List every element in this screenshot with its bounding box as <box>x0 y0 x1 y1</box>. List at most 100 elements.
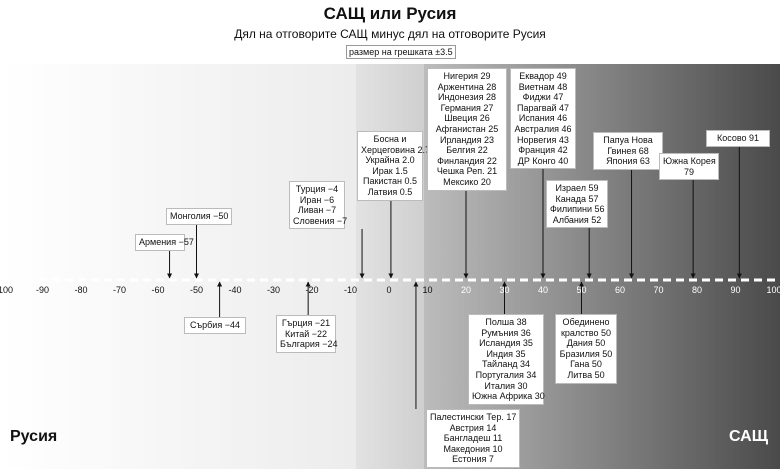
country-value-label: Израел 59 <box>555 183 599 193</box>
tick-label: -40 <box>228 285 242 295</box>
country-value-label: Фиджи 47 <box>522 92 564 103</box>
tick-label: -10 <box>343 285 357 295</box>
country-value-label: ДР Конго 40 <box>517 155 569 166</box>
country-value-label: Иран −6 <box>299 194 335 205</box>
country-value-label: Гана 50 <box>570 359 602 370</box>
country-value-label: Исландия 35 <box>479 338 533 349</box>
tick-label: 10 <box>422 285 433 295</box>
tick-label: -30 <box>266 285 280 295</box>
country-value-label: Палестински Тер. 17 <box>430 412 517 422</box>
country-value-label: Монголия −50 <box>170 211 229 221</box>
tick-label: 70 <box>653 285 664 295</box>
country-value-label: Аржентина 28 <box>437 81 497 92</box>
country-value-label: Армения −57 <box>139 237 194 247</box>
country-box: Монголия −50 <box>166 208 232 225</box>
country-value-label: Словения −7 <box>293 215 348 226</box>
country-value-label: Украйна 2.0 <box>365 155 415 166</box>
country-value-label: Пакистан 0.5 <box>363 176 417 187</box>
country-value-label: Чешка Реп. 21 <box>436 166 498 177</box>
country-value-label: Полша 38 <box>485 317 527 327</box>
country-value-label: Южна Африка 30 <box>472 391 545 402</box>
country-value-label: Гвинея 68 <box>607 145 649 156</box>
margin-of-error-label: размер на грешката ±3.5 <box>346 45 456 59</box>
country-box: Сърбия −44 <box>184 317 246 334</box>
russia-side-label: Русия <box>10 428 58 445</box>
country-value-label: Франция 42 <box>518 145 568 156</box>
usa-side-label: САЩ <box>728 428 768 445</box>
country-value-label: Обединено <box>562 317 610 327</box>
country-value-label: Филипини 56 <box>550 204 605 215</box>
chart-title: САЩ или Русия <box>323 4 457 23</box>
country-value-label: Литва 50 <box>567 369 605 380</box>
tick-label: -80 <box>74 285 88 295</box>
tick-label: 60 <box>614 285 625 295</box>
country-value-label: Виетнам 48 <box>518 81 568 92</box>
country-value-label: Румъния 36 <box>481 327 531 338</box>
country-value-label: Португалия 34 <box>475 369 537 380</box>
tick-label: 50 <box>576 285 587 295</box>
country-value-label: Ливан −7 <box>297 205 337 216</box>
country-value-label: Индия 35 <box>486 348 526 359</box>
tick-label: -60 <box>151 285 165 295</box>
country-value-label: Испания 46 <box>518 113 568 124</box>
tick-label: 0 <box>386 285 392 295</box>
country-value-label: Ирландия 23 <box>439 134 495 145</box>
country-value-label: Япония 63 <box>606 156 650 167</box>
country-value-label: Индонезия 28 <box>437 92 496 103</box>
tick-label: 90 <box>730 285 741 295</box>
country-value-label: Македония 10 <box>443 443 503 454</box>
tick-label: -50 <box>189 285 203 295</box>
country-box: Косово 91 <box>706 130 770 147</box>
country-value-label: Дания 50 <box>566 338 606 349</box>
country-value-label: Италия 30 <box>484 380 528 391</box>
country-value-label: Албания 52 <box>552 214 602 225</box>
country-value-label: Бразилия 50 <box>559 348 613 359</box>
chart-subtitle: Дял на отговорите САЩ минус дял на отгов… <box>234 27 546 41</box>
country-value-label: Белгия 22 <box>446 145 488 156</box>
country-value-label: Афганистан 25 <box>435 123 499 134</box>
country-value-label: 79 <box>683 166 694 177</box>
country-value-label: Норвегия 43 <box>517 134 569 145</box>
country-value-label: Финландия 22 <box>437 155 497 166</box>
country-value-label: Нигерия 29 <box>443 71 491 81</box>
tick-label: -100 <box>0 285 13 295</box>
country-value-label: Мексико 20 <box>443 176 491 187</box>
country-value-label: Папуа Нова <box>603 135 653 145</box>
country-value-label: Тайланд 34 <box>481 359 531 370</box>
country-value-label: Босна и <box>373 134 407 144</box>
country-value-label: Еквадор 49 <box>519 71 567 81</box>
country-value-label: България −24 <box>280 339 338 350</box>
tick-label: 40 <box>537 285 548 295</box>
tick-label: 30 <box>499 285 510 295</box>
country-value-label: Парагвай 47 <box>517 102 569 113</box>
tick-label: 80 <box>691 285 702 295</box>
tick-label: -90 <box>35 285 49 295</box>
tick-label: -70 <box>112 285 126 295</box>
country-value-label: Косово 91 <box>716 133 760 143</box>
country-value-label: Канада 57 <box>555 193 599 204</box>
country-value-label: Гърция −21 <box>281 318 331 328</box>
country-value-label: Херцеговина 2.7 <box>361 144 430 155</box>
country-value-label: Китай −22 <box>284 328 328 339</box>
country-value-label: Естония 7 <box>452 454 494 465</box>
country-value-label: Австрия 14 <box>449 422 497 433</box>
tick-label: -20 <box>305 285 319 295</box>
country-value-label: Швеция 26 <box>444 113 490 124</box>
tick-label: 100 <box>766 285 780 295</box>
country-value-label: Бангладеш 11 <box>443 433 503 444</box>
country-box: Армения −57 <box>135 234 194 251</box>
country-value-label: Южна Корея <box>663 156 716 166</box>
